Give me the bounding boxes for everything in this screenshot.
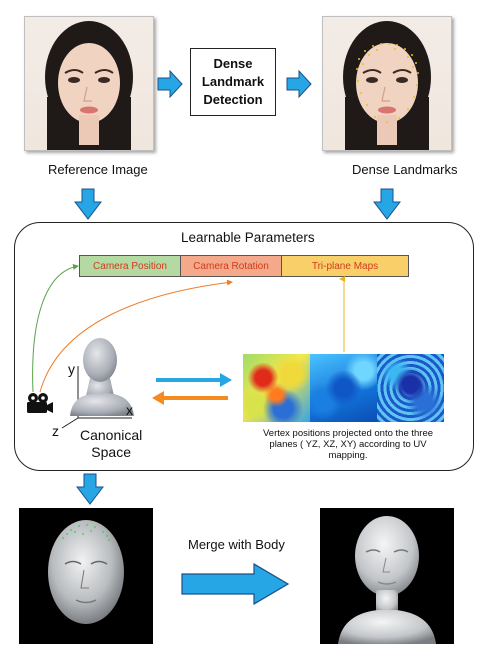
canonical-label-line-1: Canonical [80,427,143,443]
full-body-result [320,508,454,644]
caption-line-3: mapping. [328,450,368,461]
param-camera-position: Camera Position [79,255,181,277]
triplane-caption: Vertex positions projected onto the thre… [250,428,446,461]
reference-image-label: Reference Image [48,162,148,177]
right-arrow-2 [286,70,312,98]
orange-connector [39,279,233,393]
green-connector [32,263,79,393]
canonical-head-model [61,338,134,429]
triplane-map-xy [377,354,444,422]
dense-landmarks-label: Dense Landmarks [352,162,458,177]
down-arrow-bottom [76,473,104,505]
right-arrow-1 [157,70,183,98]
bidirectional-arrows [152,373,232,405]
down-arrow-right [373,188,401,220]
camera-icon [27,393,53,413]
dense-landmarks-image [322,16,452,151]
axis-z-label: z [52,423,59,439]
panel-title: Learnable Parameters [181,230,315,245]
reference-face-illustration [45,21,133,150]
triplane-map-xz [310,354,377,422]
canonical-label-line-2: Space [91,444,131,460]
triplane-map-yz [243,354,310,422]
head-mesh-illustration [48,520,124,624]
caption-line-1: Vertex positions projected onto the thre… [262,428,434,439]
caption-line-2: planes ( YZ, XZ, XY) according to UV [269,439,427,450]
axis-y-label: y [68,361,75,377]
merge-with-body-label: Merge with Body [188,537,285,552]
full-body-illustration [338,516,436,644]
landmarks-face-illustration [343,21,431,150]
merge-arrow [181,562,290,606]
param-triplane-maps: Tri-plane Maps [281,255,409,277]
axis-x-label: x [126,402,133,418]
head-mesh-result [19,508,153,644]
down-arrow-left [74,188,102,220]
reference-image [24,16,154,151]
dense-landmark-detection-box: Dense Landmark Detection [190,48,276,116]
canonical-space-label: Canonical Space [80,427,142,461]
